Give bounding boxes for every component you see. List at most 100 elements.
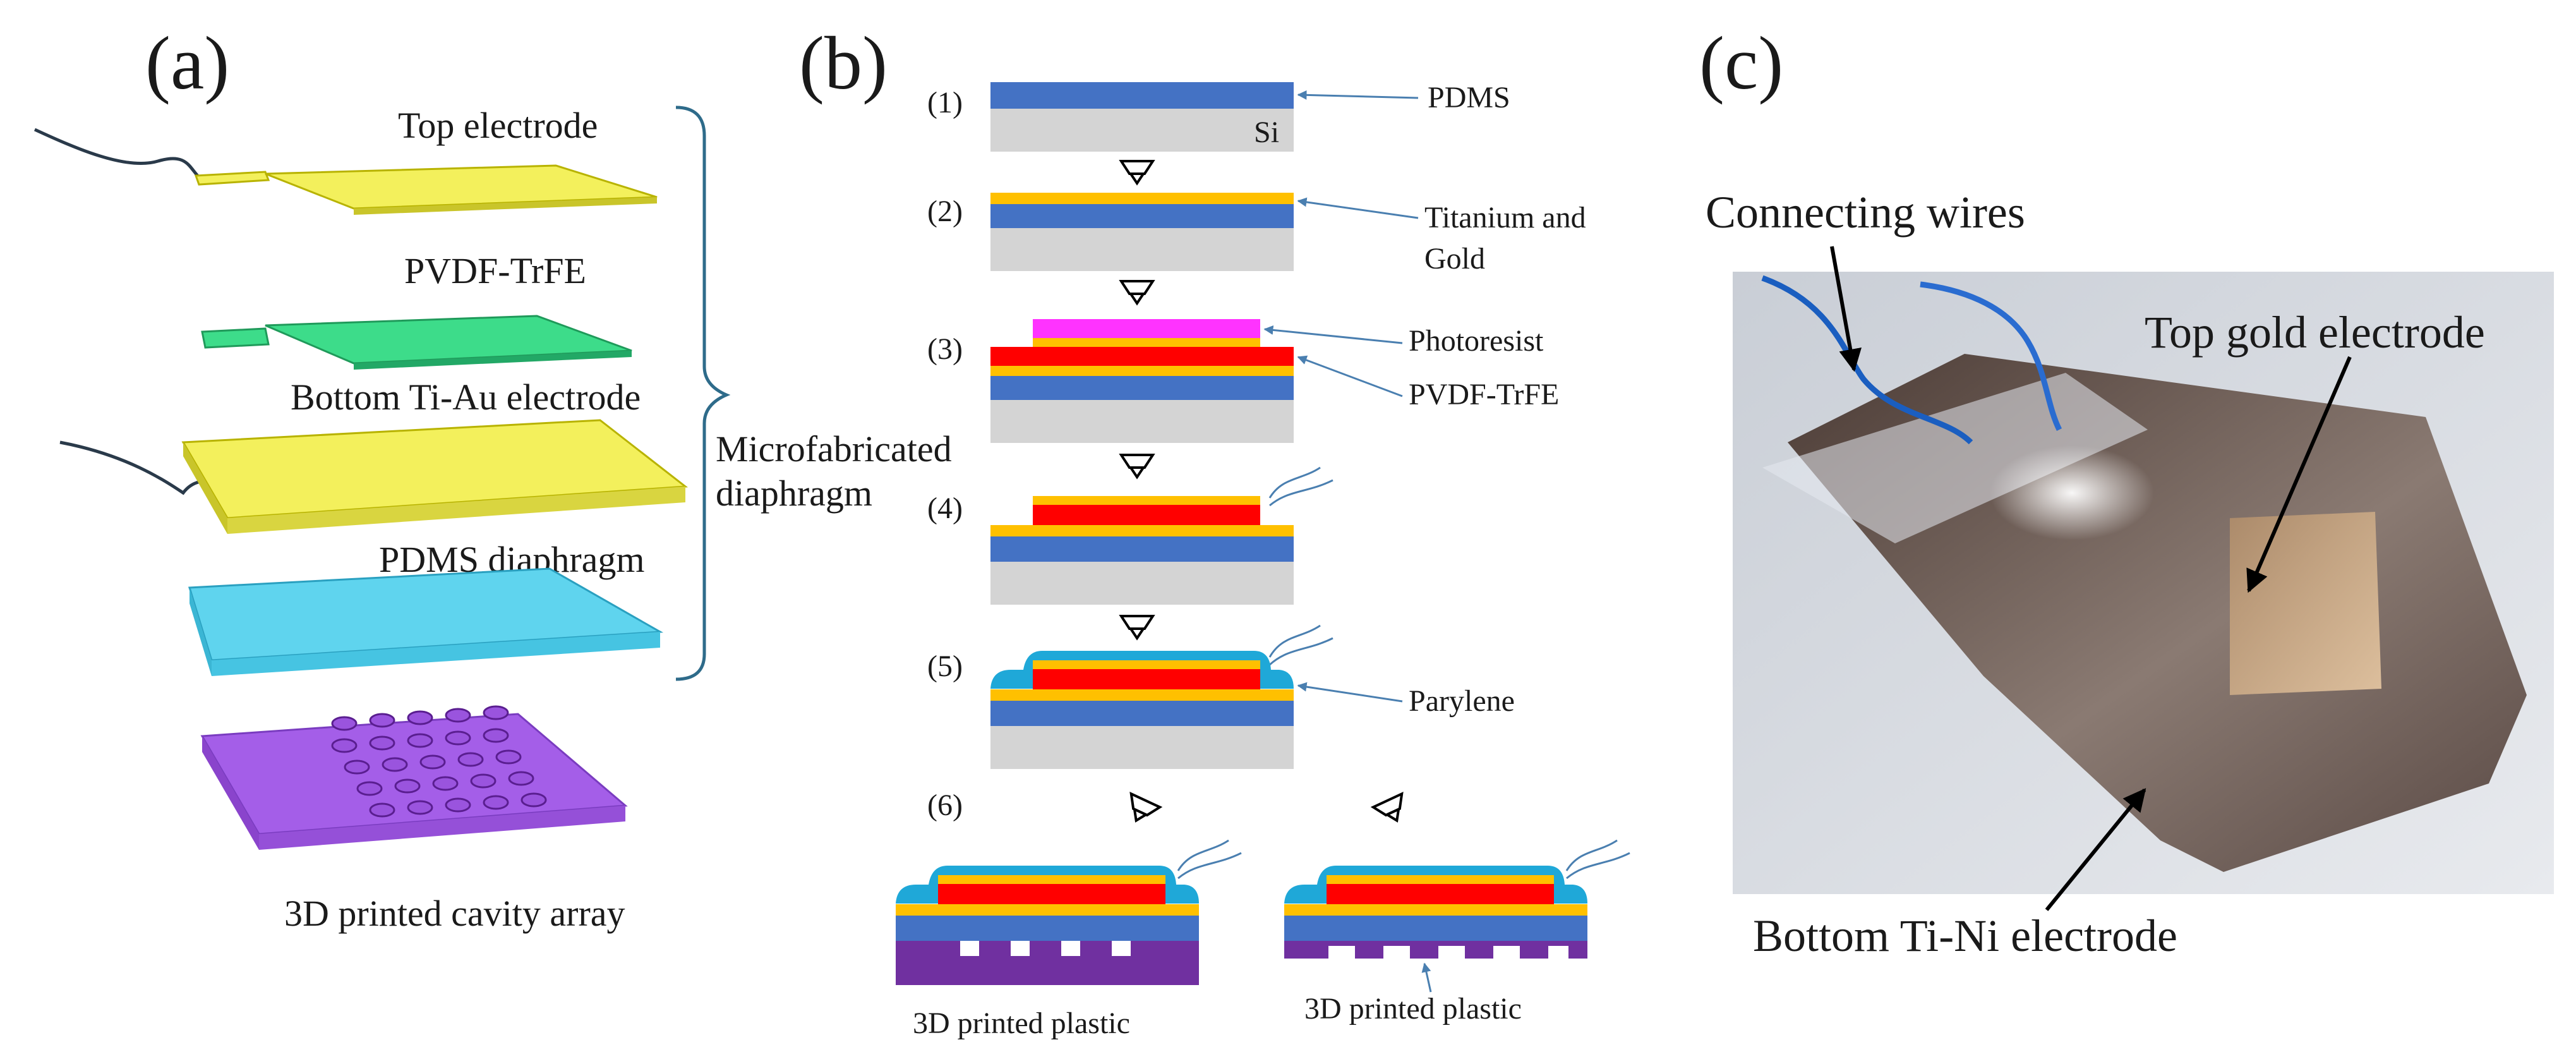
cavity-front [259, 806, 625, 850]
si-layer-2 [990, 228, 1294, 271]
step-3-stack: Photoresist PVDF-TrFE [990, 319, 1559, 443]
ti-gold-top-4 [1033, 496, 1260, 505]
si-layer-5 [990, 726, 1294, 769]
photoresist-callout: Photoresist [1409, 324, 1544, 358]
pvdf-layer-3 [990, 347, 1294, 366]
connecting-wires-label: Connecting wires [1706, 187, 2025, 238]
top-electrode-tab [194, 171, 270, 186]
ti-gold-layer-2 [990, 193, 1294, 204]
pvdf-layer: PVDF-TrFE [201, 250, 632, 370]
step-1-stack: Si PDMS [990, 81, 1510, 152]
pdms-layer-1 [990, 82, 1294, 109]
cavity-label: 3D printed cavity array [284, 893, 625, 934]
cavities-6l [960, 941, 1131, 956]
pdms-arrow [1297, 90, 1419, 100]
down-arrow-6-left-icon [1129, 791, 1163, 823]
down-arrow-3-icon [1119, 454, 1155, 469]
step-4-stack [990, 466, 1333, 605]
bottom-electrode-layer: Bottom Ti-Au electrode [59, 377, 689, 534]
bottom-electrode-label: Bottom Ti-Au electrode [291, 377, 641, 418]
bracket-label-1: Microfabricated [716, 428, 952, 469]
down-arrow-6-right-icon [1370, 791, 1404, 823]
wire-4b-icon [1269, 479, 1333, 507]
ti-gold-layer-5 [990, 689, 1294, 701]
panel-a-label: (a) [145, 21, 229, 105]
pvdf-callout: PVDF-TrFE [1409, 378, 1559, 411]
cavity-holes [331, 705, 547, 818]
pdms-callout: PDMS [1428, 81, 1510, 114]
step-5-stack: Parylene [990, 624, 1515, 769]
top-gold-arrow [2246, 356, 2352, 593]
pvdf-edge [354, 351, 632, 370]
pvdf-label: PVDF-TrFE [404, 250, 586, 291]
step-3-label: (3) [927, 332, 963, 366]
pvdf-layer-6l [938, 884, 1165, 904]
si-layer-3 [990, 400, 1294, 443]
ti-gold-layer-3 [990, 366, 1294, 376]
device-photo [1733, 272, 2554, 894]
down-arrow-2-icon [1119, 280, 1155, 295]
ti-gold-arrow [1297, 197, 1419, 219]
ti-gold-callout-2: Gold [1424, 242, 1485, 275]
step-6-right-stack: 3D printed plastic [1284, 839, 1630, 1026]
panel-c-label: (c) [1699, 21, 1783, 105]
top-gold-electrode-photo [2230, 512, 2381, 695]
si-layer-1 [990, 109, 1294, 152]
down-arrow-4-icon [1119, 615, 1155, 630]
blue-wire-1-icon [1761, 275, 1973, 445]
pdms-layer-6r [1284, 916, 1587, 941]
pvdf-arrow [1297, 355, 1403, 397]
wire-4a-icon [1268, 466, 1321, 499]
top-electrode-layer: Top electrode [33, 105, 658, 215]
top-electrode-edge [354, 197, 657, 215]
plastic-left-label: 3D printed plastic [913, 1007, 1130, 1040]
wire-top-icon [33, 128, 203, 181]
top-gold-label: Top gold electrode [2145, 307, 2485, 358]
down-arrow-1-icon [1119, 160, 1155, 175]
panel-c: (c) Connecting wires Top gold electrode … [1699, 21, 2554, 961]
glare-icon [1990, 445, 2154, 540]
plastic-right-arrow [1421, 962, 1432, 993]
si-layer-4 [990, 562, 1294, 605]
pdms-side [190, 588, 212, 676]
blue-wire-2-icon [1920, 281, 2062, 432]
pdms-layer-3 [990, 376, 1294, 400]
pvdf-tab [201, 327, 270, 349]
pdms-layer-6l [896, 916, 1199, 941]
photoresist-arrow [1263, 325, 1403, 344]
step-2-stack: Titanium and Gold [990, 193, 1586, 275]
wire-5b-icon [1268, 637, 1333, 666]
top-electrode-label: Top electrode [398, 105, 598, 146]
step-1-label: (1) [927, 86, 963, 119]
step-4-label: (4) [927, 492, 963, 525]
ti-gold-top-3 [1033, 338, 1260, 347]
pdms-layer-5 [990, 701, 1294, 726]
parylene-callout: Parylene [1409, 684, 1515, 718]
cavity-array-layer: 3D printed cavity array [200, 705, 628, 934]
step-6-left-stack: 3D printed plastic [896, 839, 1242, 1040]
bottom-electrode-front [227, 487, 685, 534]
wire-5a-icon [1268, 624, 1321, 658]
bottom-tini-arrow [2045, 788, 2146, 911]
bottom-electrode-side [183, 442, 227, 534]
step-5-label: (5) [927, 650, 963, 683]
pvdf-layer-4 [1033, 505, 1260, 525]
cavity-side [202, 736, 259, 850]
si-label: Si [1254, 116, 1279, 149]
wires-arrow [1830, 246, 1862, 372]
pdms-front [212, 632, 660, 676]
plastic-pillars-6r [1284, 941, 1587, 959]
step-2-label: (2) [927, 195, 963, 228]
pvdf-layer-6r [1327, 884, 1554, 904]
ti-gold-callout-1: Titanium and [1424, 201, 1586, 234]
bracket-label-2: diaphragm [716, 473, 872, 514]
ti-gold-top-5 [1033, 660, 1260, 669]
pdms-layer: PDMS diaphragm [188, 539, 664, 676]
photoresist-layer [1033, 319, 1260, 338]
bracket-icon [675, 106, 731, 681]
ti-gold-layer-4 [990, 525, 1294, 536]
step-6-label: (6) [927, 789, 963, 822]
plastic-right-label: 3D printed plastic [1304, 992, 1522, 1026]
